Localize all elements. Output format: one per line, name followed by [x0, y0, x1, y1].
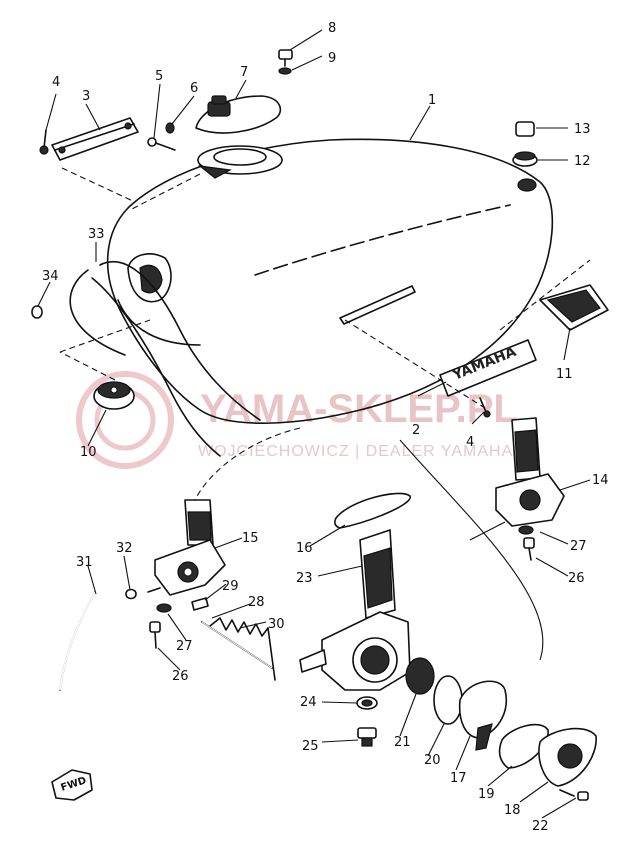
callout-number: 5: [155, 69, 163, 84]
watermark-logo: [76, 371, 174, 469]
callout-number: 33: [88, 227, 105, 242]
fuel-tank: [106, 138, 554, 424]
watermark-title: YAMA-SKLEP.PL: [200, 387, 518, 431]
fasteners-left-cock: [149, 603, 172, 649]
callout-number: 26: [172, 669, 189, 684]
tank-side-rail: [339, 285, 416, 325]
spring-31: [201, 617, 276, 681]
emblem-plate-left: [51, 117, 139, 161]
breather-pipe-a: [69, 269, 126, 356]
callout-number: 24: [300, 695, 317, 710]
callout-number: 19: [478, 787, 495, 802]
breather-pipe-c: [91, 277, 221, 457]
fuel-cap: [195, 95, 282, 134]
callout-number: 29: [222, 579, 239, 594]
cock-internals: [405, 657, 597, 787]
fuel-cock-left: [147, 499, 226, 596]
hose-29-outer: [59, 591, 96, 691]
clip-34: [31, 305, 43, 319]
callout-number: 4: [466, 435, 474, 450]
callout-number: 16: [296, 541, 313, 556]
callout-number: 3: [82, 89, 90, 104]
callout-number: 6: [190, 81, 198, 96]
callout-number: 7: [240, 65, 248, 80]
callout-number: 26: [568, 571, 585, 586]
callout-number: 25: [302, 739, 319, 754]
screw-4-right: [479, 397, 491, 418]
fasteners-right-cock: [518, 525, 535, 561]
screw-and-washer: [278, 49, 293, 75]
hose-29-inner: [59, 591, 96, 691]
screw-22: [559, 789, 589, 801]
callout-number: 34: [42, 269, 59, 284]
callout-number: 22: [532, 819, 549, 834]
clips-32-30: [125, 588, 209, 611]
callout-number: 11: [556, 367, 573, 382]
fuel-cock-right: [495, 417, 565, 527]
callout-number: 15: [242, 531, 259, 546]
callout-number: 4: [52, 75, 60, 90]
fuel-cock-main: [299, 529, 411, 691]
cap-10: [93, 381, 135, 410]
fwd-arrow: FWD: [51, 769, 93, 801]
callout-number: 12: [574, 154, 591, 169]
callout-number: 32: [116, 541, 133, 556]
callout-number: 10: [80, 445, 97, 460]
callout-number: 17: [450, 771, 467, 786]
callout-number: 14: [592, 473, 609, 488]
callout-number: 31: [76, 555, 93, 570]
small-fasteners: [39, 122, 176, 155]
callout-number: 20: [424, 753, 441, 768]
callout-number: 1: [428, 93, 436, 108]
leader-lines: [37, 29, 591, 819]
gasket-16: [334, 492, 411, 529]
callout-number: 9: [328, 51, 336, 66]
bolt-24-25: [356, 696, 378, 747]
breather-pipe-b: [99, 261, 261, 421]
emblem-11: [539, 284, 609, 331]
watermark-subtitle: WOJCIECHOWICZ | DEALER YAMAHA: [198, 443, 513, 460]
callout-number: 27: [570, 539, 587, 554]
callout-number: 23: [296, 571, 313, 586]
callout-number: 18: [504, 803, 521, 818]
callout-number: 13: [574, 122, 591, 137]
callout-number: 2: [412, 423, 420, 438]
callout-labels: 1234456789101112131415161718192021222324…: [42, 21, 609, 834]
callout-number: 8: [328, 21, 336, 36]
callout-number: 30: [268, 617, 285, 632]
callout-number: 28: [248, 595, 265, 610]
callout-number: 21: [394, 735, 411, 750]
callout-number: 27: [176, 639, 193, 654]
damper-bolt: [512, 121, 538, 167]
